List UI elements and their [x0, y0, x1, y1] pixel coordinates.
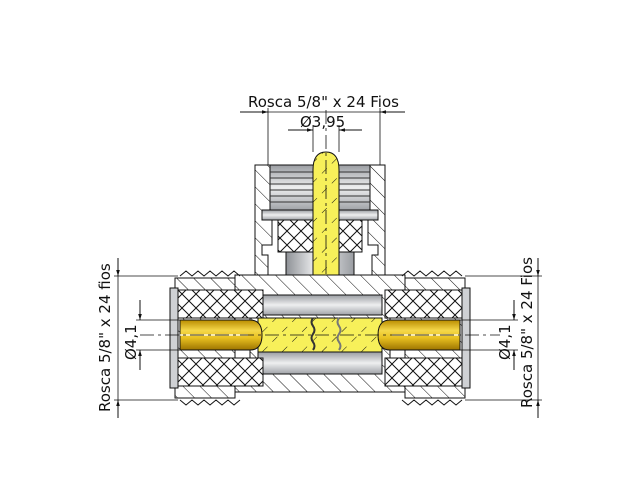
dimension-top-pin: Ø3,95	[288, 113, 362, 152]
dimension-right-thread: Rosca 5/8" x 24 Fios	[465, 257, 542, 418]
top-thread-label: Rosca 5/8" x 24 Fios	[248, 93, 399, 111]
dimension-top-thread: Rosca 5/8" x 24 Fios	[240, 93, 405, 165]
dimension-left-thread: Rosca 5/8" x 24 fios	[96, 258, 178, 418]
right-thread-label: Rosca 5/8" x 24 Fios	[518, 257, 536, 408]
dimension-right-pin: Ø4,1	[460, 300, 518, 370]
dimension-left-pin: Ø4,1	[122, 300, 180, 370]
left-thread-label: Rosca 5/8" x 24 fios	[96, 263, 114, 412]
horizontal-pin	[140, 317, 500, 353]
left-pin-diameter-label: Ø4,1	[122, 324, 140, 360]
top-pin-diameter-label: Ø3,95	[300, 113, 345, 131]
right-pin-diameter-label: Ø4,1	[496, 324, 514, 360]
